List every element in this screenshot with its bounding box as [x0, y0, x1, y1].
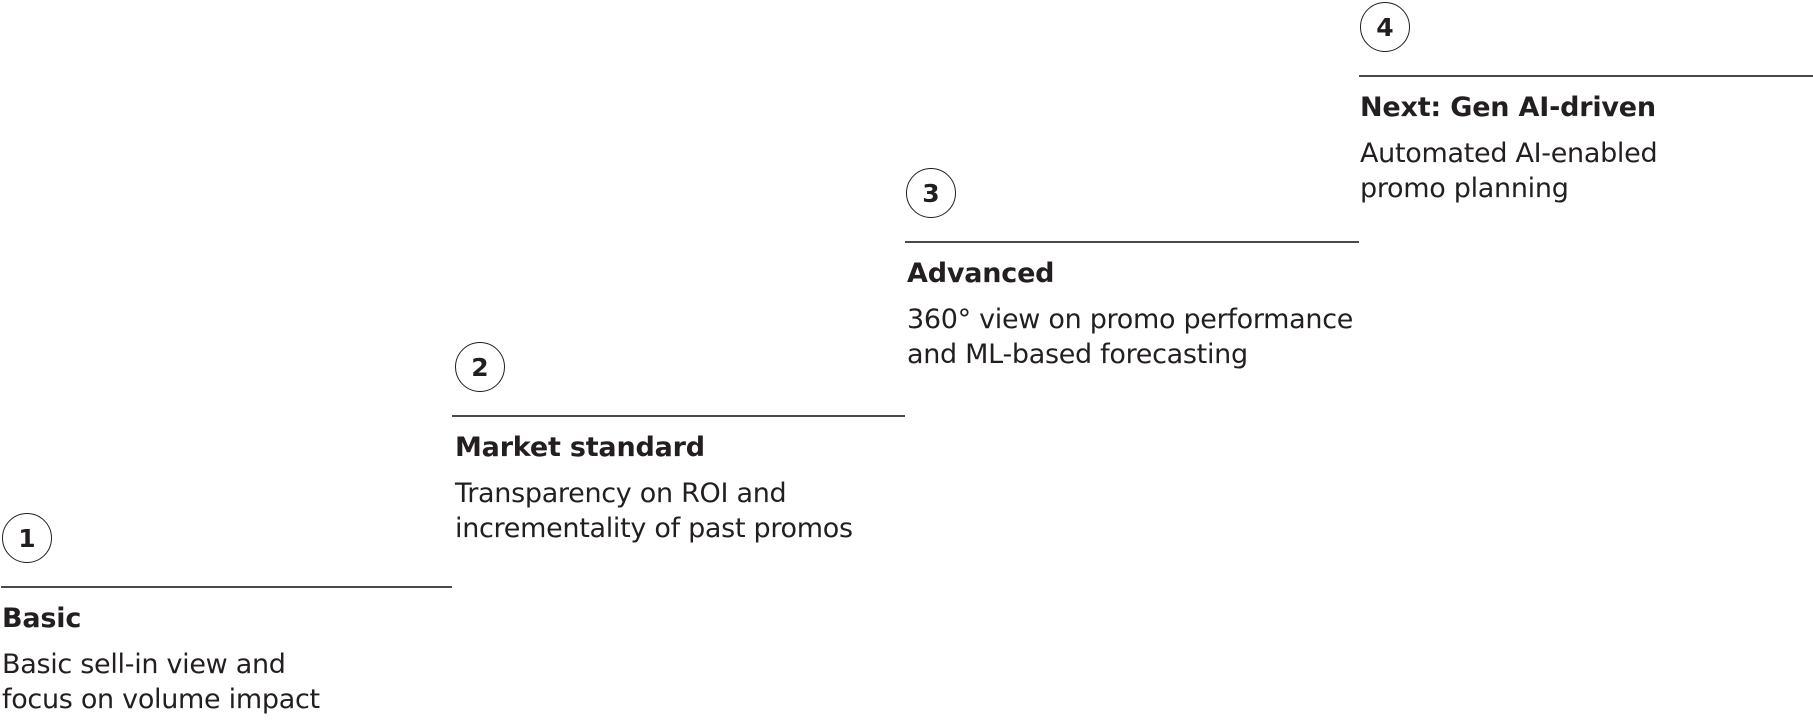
- step-title: Market standard: [455, 432, 705, 463]
- step-number-badge: 2: [455, 342, 505, 392]
- step-number-badge: 3: [906, 168, 956, 218]
- step-number-badge: 4: [1360, 2, 1410, 52]
- step-description: Basic sell-in view and focus on volume i…: [2, 649, 320, 715]
- step-title: Advanced: [907, 258, 1055, 289]
- step-divider: [1359, 75, 1813, 77]
- step-description: Automated AI-enabled promo planning: [1360, 138, 1658, 204]
- step-number-badge: 1: [2, 513, 52, 563]
- step-divider: [1, 586, 452, 588]
- step-title: Basic: [2, 603, 82, 634]
- step-divider: [452, 415, 905, 417]
- step-divider: [905, 241, 1359, 243]
- step-title: Next: Gen AI-driven: [1360, 92, 1656, 123]
- step-description: 360° view on promo performance and ML-ba…: [907, 304, 1354, 370]
- step-description: Transparency on ROI and incrementality o…: [455, 478, 853, 544]
